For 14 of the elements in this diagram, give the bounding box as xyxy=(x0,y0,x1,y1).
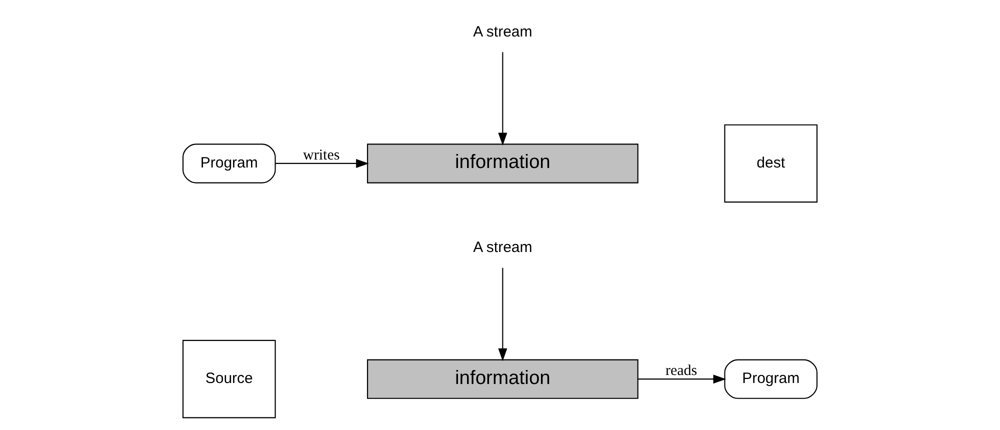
edge-label: writes xyxy=(303,146,340,163)
node-box: Source xyxy=(182,339,276,418)
node-box: dest xyxy=(724,124,818,202)
node-box: information xyxy=(366,143,638,183)
edge-label: reads xyxy=(665,362,698,379)
node-box: Program xyxy=(182,143,276,183)
arrow xyxy=(638,374,726,384)
node-text: A stream xyxy=(473,23,532,40)
node-box: Program xyxy=(724,358,818,398)
node-text: A stream xyxy=(473,238,532,256)
arrow xyxy=(498,267,508,361)
node-box: information xyxy=(366,358,638,398)
arrow xyxy=(498,52,508,146)
arrow xyxy=(275,158,369,168)
